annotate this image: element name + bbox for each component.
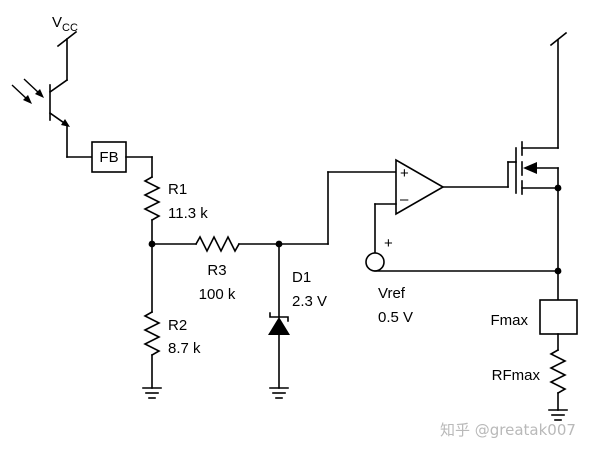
resistor-r1: R1 11.3 k xyxy=(143,175,208,222)
r3-name: R3 xyxy=(207,262,226,279)
ground-icon xyxy=(269,387,289,399)
resistor-rfmax: RFmax xyxy=(492,348,567,395)
r1-value: 11.3 k xyxy=(168,205,208,222)
d1-value: 2.3 V xyxy=(292,293,327,310)
r2-value: 8.7 k xyxy=(168,340,201,357)
r2-name: R2 xyxy=(168,317,187,334)
opamp-plus-label: + xyxy=(400,165,409,182)
vref-polarity: + xyxy=(384,235,393,252)
r3-value: 100 k xyxy=(199,286,236,303)
vcc-label: VCC xyxy=(52,14,78,34)
rfmax-label: RFmax xyxy=(492,367,541,384)
ground-icon xyxy=(548,409,568,421)
phototransistor-collector xyxy=(48,78,69,94)
fmax-label: Fmax xyxy=(491,312,529,329)
r1-name: R1 xyxy=(168,181,187,198)
vref-name: Vref xyxy=(378,285,406,302)
vref-source: + Vref 0.5 V xyxy=(365,235,413,326)
resistor-r2: R2 8.7 k xyxy=(143,310,201,357)
emitter-arrow-icon xyxy=(61,119,70,127)
phototransistor xyxy=(11,78,93,158)
opamp-minus-label: – xyxy=(400,191,409,208)
vcc-supply: VCC xyxy=(52,14,78,81)
d1-name: D1 xyxy=(292,269,311,286)
resistor-r3: R3 100 k xyxy=(194,235,241,303)
mosfet-arrow-icon xyxy=(523,162,537,174)
light-arrows-icon xyxy=(11,78,44,104)
opamp: + – xyxy=(395,158,445,216)
watermark: 知乎 @greatak007 xyxy=(440,421,576,439)
fb-label: FB xyxy=(99,149,118,166)
vref-value: 0.5 V xyxy=(378,309,413,326)
ground-icon xyxy=(142,387,162,399)
fb-box: FB xyxy=(91,141,127,173)
mosfet xyxy=(507,31,568,301)
fmax-box: Fmax xyxy=(491,299,578,335)
zener-diode-d1: D1 2.3 V xyxy=(268,243,327,389)
